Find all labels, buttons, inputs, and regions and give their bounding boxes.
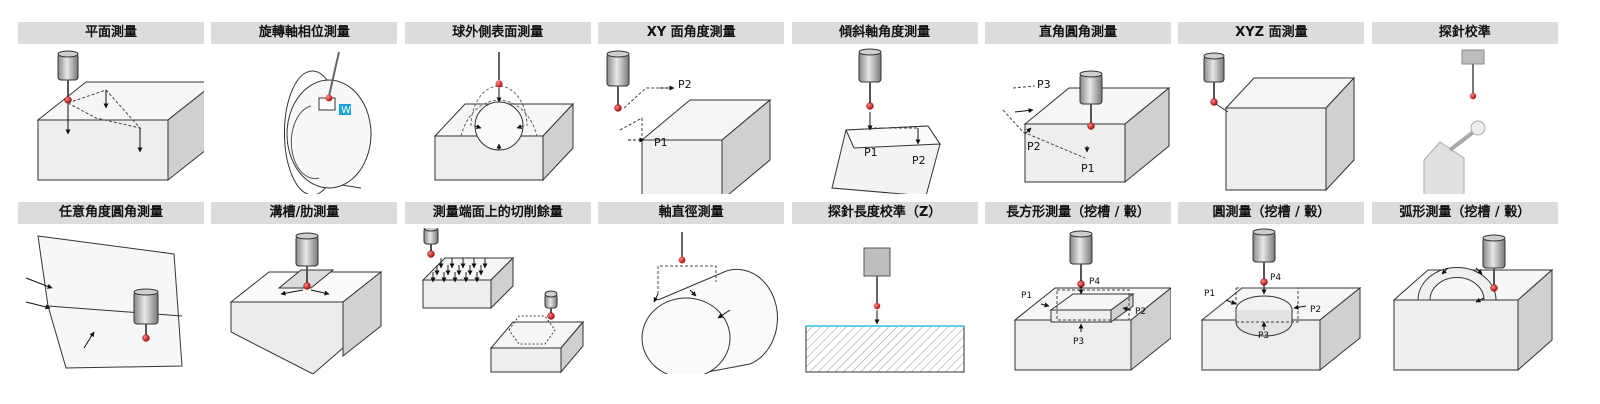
point-label: P2	[1135, 307, 1146, 317]
point-label: P2	[678, 78, 692, 91]
point-label: P2	[1027, 140, 1041, 153]
tile-title: 旋轉軸相位測量	[211, 22, 398, 44]
tile-title: 平面測量	[18, 22, 204, 44]
point-label: P1	[864, 146, 878, 159]
end-face-allowance-icon	[421, 228, 584, 374]
arc-pocket-boss-icon	[1392, 234, 1554, 372]
tile-title: 傾斜軸角度測量	[791, 22, 978, 44]
rotary-axis-phase-icon: W	[284, 51, 372, 194]
tile-title: XY 面角度測量	[598, 22, 785, 44]
probe-length-calibration-icon	[805, 247, 965, 373]
point-label: P1	[1204, 289, 1215, 299]
point-label: P2	[1310, 305, 1321, 315]
point-label: P1	[1081, 162, 1095, 175]
point-label: W	[341, 105, 351, 116]
row-2: 任意角度圓角測量溝槽/肋測量測量端面上的切削餘量軸直徑測量探針長度校準（Z） 長方…	[18, 202, 1586, 374]
point-label: P1	[1021, 291, 1032, 301]
tile-title: 測量端面上的切削餘量	[404, 202, 591, 224]
shaft-diameter-icon	[641, 232, 779, 374]
tile-title: 直角圓角測量	[985, 22, 1171, 44]
tile-title: 探針長度校準（Z）	[791, 202, 978, 224]
tile-title: 弧形測量（挖槽 / 轂）	[1371, 202, 1558, 224]
sphere-surface-icon	[433, 52, 574, 182]
measurement-tile: 探針長度校準（Z）	[791, 202, 978, 374]
measurement-tile: 弧形測量（挖槽 / 轂）	[1371, 202, 1558, 374]
measurement-tile: 球外側表面測量	[404, 22, 591, 194]
measurement-tile: 旋轉軸相位測量 W	[211, 22, 398, 194]
point-label: P2	[912, 154, 926, 167]
measurement-tile: 任意角度圓角測量	[18, 202, 204, 374]
tile-title: 圓測量（挖槽 / 轂）	[1178, 202, 1365, 224]
xyz-plane-icon	[1203, 52, 1356, 192]
point-label: P3	[1073, 337, 1084, 347]
point-label: P1	[654, 136, 668, 149]
probe-calibration-icon	[1423, 49, 1486, 194]
measurement-tile: 平面測量	[18, 22, 204, 194]
tile-title: 探針校準	[1371, 22, 1558, 44]
plane-measurement-icon	[36, 50, 204, 182]
point-label: P3	[1258, 331, 1269, 341]
measurement-tile: 探針校準	[1371, 22, 1558, 194]
groove-rib-icon	[229, 232, 383, 374]
arbitrary-angle-corner-icon	[25, 235, 183, 369]
point-label: P4	[1089, 277, 1100, 287]
point-label: P3	[1037, 78, 1051, 91]
tile-title: 溝槽/肋測量	[211, 202, 398, 224]
measurement-tile: 溝槽/肋測量	[211, 202, 398, 374]
measurement-tile: XYZ 面測量	[1178, 22, 1365, 194]
measurement-tile: 軸直徑測量	[598, 202, 785, 374]
tile-title: 長方形測量（挖槽 / 轂）	[985, 202, 1171, 224]
tile-title: 軸直徑測量	[598, 202, 785, 224]
tile-title: XYZ 面測量	[1178, 22, 1365, 44]
measurement-tile: 測量端面上的切削餘量	[404, 202, 591, 374]
point-label: P4	[1270, 273, 1281, 283]
tile-title: 任意角度圓角測量	[18, 202, 204, 224]
tile-title: 球外側表面測量	[404, 22, 591, 44]
